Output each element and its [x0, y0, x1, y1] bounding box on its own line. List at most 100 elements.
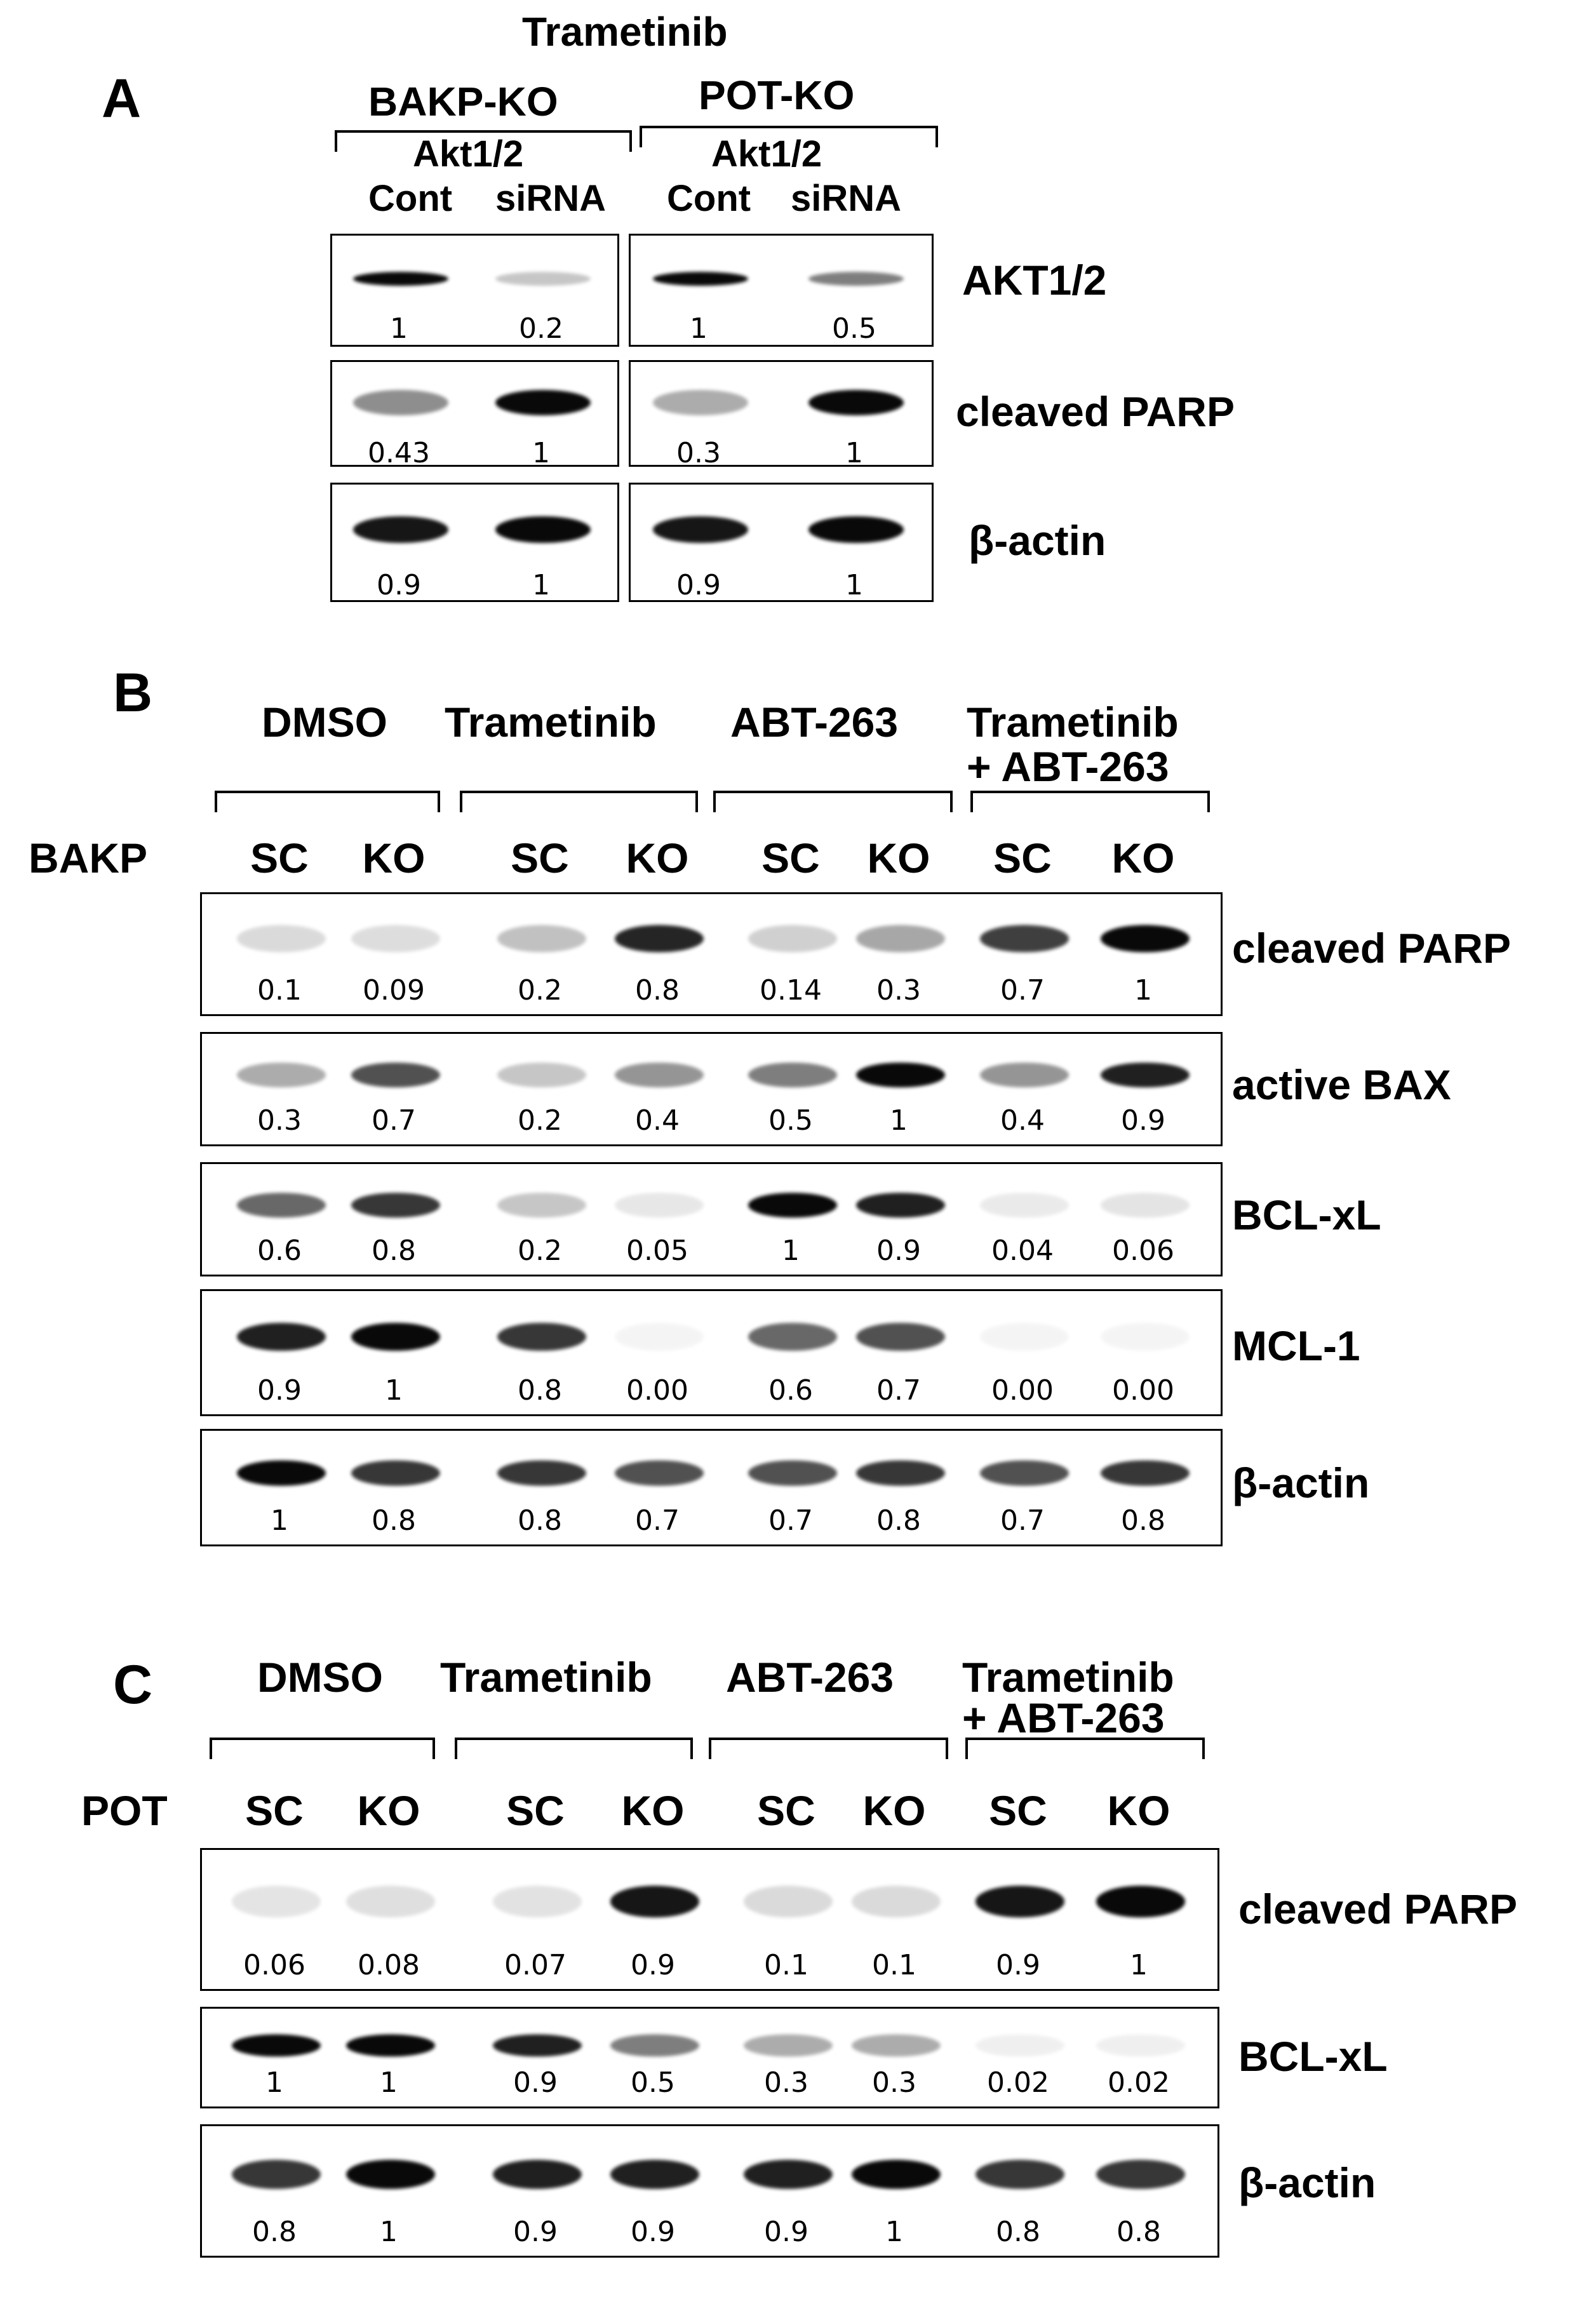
panel-b-value: 0.6 [768, 1374, 813, 1407]
panel-c-bracket [455, 1738, 693, 1759]
panel-b-band [980, 1062, 1069, 1088]
panel-b-lane-label: KO [1111, 834, 1175, 881]
panel-c-bracket [965, 1738, 1205, 1759]
panel-c-band [744, 2034, 833, 2057]
panel-c-value: 0.06 [243, 1949, 305, 1981]
panel-c-value: 0.3 [872, 2066, 916, 2099]
panel-c-bracket [709, 1738, 948, 1759]
panel-b-blot [200, 892, 1223, 1016]
panel-b-value: 1 [1134, 974, 1152, 1007]
panel-c-band [493, 2034, 582, 2057]
panel-c-blot [200, 1848, 1219, 1991]
panel-c-cell-line: POT [81, 1787, 168, 1834]
panel-b-value: 0.8 [1121, 1504, 1165, 1537]
panel-b-value: 0.8 [518, 1374, 562, 1407]
panel-b-band [615, 1460, 704, 1486]
panel-c-band [493, 2159, 582, 2189]
panel-b-band [615, 1062, 704, 1088]
panel-b-band [856, 1323, 945, 1351]
panel-b-band [748, 1062, 837, 1088]
panel-c-value: 0.9 [513, 2216, 558, 2248]
panel-b-bracket [215, 791, 440, 812]
panel-c-value: 0.8 [252, 2216, 297, 2248]
panel-c-value: 0.8 [1117, 2216, 1161, 2248]
panel-b-band [497, 1062, 586, 1088]
panel-c-value: 0.9 [996, 1949, 1040, 1981]
panel-c-row-label: cleaved PARP [1238, 1885, 1517, 1932]
panel-b-value: 0.00 [1112, 1374, 1174, 1407]
panel-c-band [610, 1885, 699, 1917]
panel-c-bracket [210, 1738, 435, 1759]
panel-b-value: 0.9 [257, 1374, 302, 1407]
panel-b-band [980, 1460, 1069, 1486]
panel-c-blot [200, 2124, 1219, 2258]
panel-a-row-label: AKT1/2 [962, 257, 1107, 304]
panel-a-sub-bakp: Akt1/2 [413, 133, 524, 175]
panel-b-band [237, 925, 326, 953]
panel-b-band [856, 1460, 945, 1486]
panel-b-row-label: active BAX [1232, 1061, 1451, 1109]
panel-c-treatment-dmso: DMSO [257, 1654, 383, 1701]
panel-b-value: 0.14 [760, 974, 822, 1007]
panel-c-band [346, 1885, 435, 1917]
panel-b-band [1101, 1460, 1190, 1486]
panel-b-value: 1 [782, 1235, 800, 1267]
panel-c-band [232, 2159, 321, 2189]
panel-b-value: 0.7 [876, 1374, 921, 1407]
panel-a-value: 0.9 [676, 569, 721, 601]
panel-b-band [615, 925, 704, 953]
panel-b-band [856, 925, 945, 953]
panel-b-value: 0.3 [876, 974, 921, 1007]
panel-b-bracket [713, 791, 953, 812]
panel-c-band [346, 2159, 435, 2189]
panel-b-blot [200, 1032, 1223, 1146]
panel-b-blot [200, 1289, 1223, 1416]
panel-c-band [852, 2034, 941, 2057]
panel-a-blot [330, 483, 619, 602]
panel-b-band [980, 1323, 1069, 1351]
panel-c-value: 0.3 [764, 2066, 808, 2099]
panel-c-lane-label: KO [1107, 1787, 1170, 1834]
panel-b-band [497, 1323, 586, 1351]
panel-c-value: 0.1 [764, 1949, 808, 1981]
panel-b-value: 0.05 [626, 1235, 688, 1267]
panel-c-band [232, 1885, 321, 1917]
panel-a-value: 0.5 [832, 312, 876, 345]
panel-b-treatment-abt263: ABT-263 [730, 699, 899, 746]
panel-c-band [852, 2159, 941, 2189]
panel-a-bracket-pot [640, 126, 938, 147]
panel-c-value: 1 [380, 2216, 398, 2248]
panel-a-blot [629, 360, 934, 467]
panel-c-band [744, 1885, 833, 1917]
panel-a-band [353, 516, 448, 544]
panel-b-value: 0.6 [257, 1235, 302, 1267]
panel-b-letter: B [113, 662, 153, 723]
panel-c-row-label: β-actin [1238, 2159, 1376, 2206]
panel-a-value: 0.2 [519, 312, 563, 345]
panel-b-value: 0.4 [1000, 1104, 1045, 1137]
panel-b-band [497, 925, 586, 953]
panel-c-treatment-trametinib: Trametinib [440, 1654, 652, 1701]
panel-a-band [353, 389, 448, 415]
panel-b-value: 1 [890, 1104, 908, 1137]
panel-b-band [237, 1323, 326, 1351]
panel-b-value: 0.7 [372, 1104, 416, 1137]
panel-b-lane-label: SC [250, 834, 309, 881]
panel-b-row-label: β-actin [1232, 1459, 1370, 1506]
panel-b-band [748, 925, 837, 953]
panel-a-band [808, 271, 904, 286]
panel-b-treatment-combo-2: + ABT-263 [967, 743, 1169, 790]
panel-c-value: 0.02 [1108, 2066, 1170, 2099]
panel-a-blot [330, 234, 619, 347]
panel-b-value: 1 [271, 1504, 288, 1537]
panel-a-value: 1 [390, 312, 408, 345]
panel-c-value: 0.02 [987, 2066, 1049, 2099]
panel-b-band [748, 1193, 837, 1218]
panel-a-value: 0.3 [676, 437, 721, 469]
panel-c-lane-label: SC [989, 1787, 1047, 1834]
panel-b-band [237, 1460, 326, 1486]
panel-b-band [615, 1193, 704, 1218]
panel-a-band [495, 516, 591, 544]
panel-c-band [976, 1885, 1064, 1917]
panel-b-value: 0.7 [1000, 974, 1045, 1007]
